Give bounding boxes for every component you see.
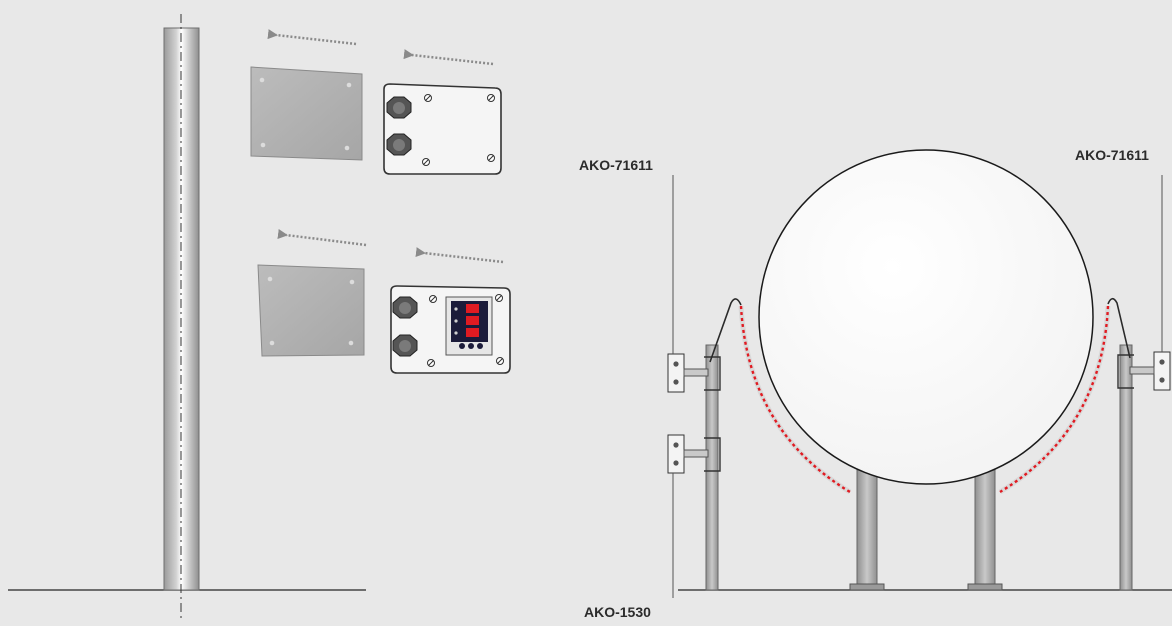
wall-bracket-icon (667, 353, 721, 393)
spherical-tank (758, 149, 1094, 485)
cable-gland-icon (392, 296, 418, 319)
vertical-pipe (163, 14, 200, 622)
label-sensor-right: AKO-71611 (1075, 147, 1149, 163)
heating-cable-right (998, 305, 1111, 495)
cable-gland-icon (386, 96, 412, 119)
controller-box-icon (390, 285, 511, 374)
label-support: AKO-1530 (584, 604, 651, 620)
label-sensor-left: AKO-71611 (579, 157, 653, 173)
display-panel-icon (445, 296, 493, 356)
dotted-arrow-left-icon (277, 229, 367, 247)
cable-gland-icon (392, 334, 418, 357)
mounting-plate-icon (250, 66, 363, 161)
sensor-probe-left (709, 298, 742, 363)
cable-gland-icon (386, 133, 412, 156)
support-post-left (705, 344, 719, 591)
junction-box-icon (383, 83, 502, 175)
sensor-probe-right (1107, 297, 1131, 359)
wall-bracket-icon (1117, 351, 1171, 391)
dotted-arrow-left-icon (415, 247, 504, 264)
dotted-arrow-left-icon (267, 29, 357, 46)
mounting-plate-icon (257, 264, 365, 357)
tank-leg-right (967, 469, 1003, 591)
tank-leg-left (849, 469, 885, 591)
heating-cable-left (738, 305, 852, 495)
wall-bracket-icon (667, 434, 721, 474)
screw-icon (422, 94, 495, 166)
dotted-arrow-left-icon (403, 49, 494, 66)
support-post-right (1119, 344, 1133, 591)
screw-icon (427, 294, 504, 367)
